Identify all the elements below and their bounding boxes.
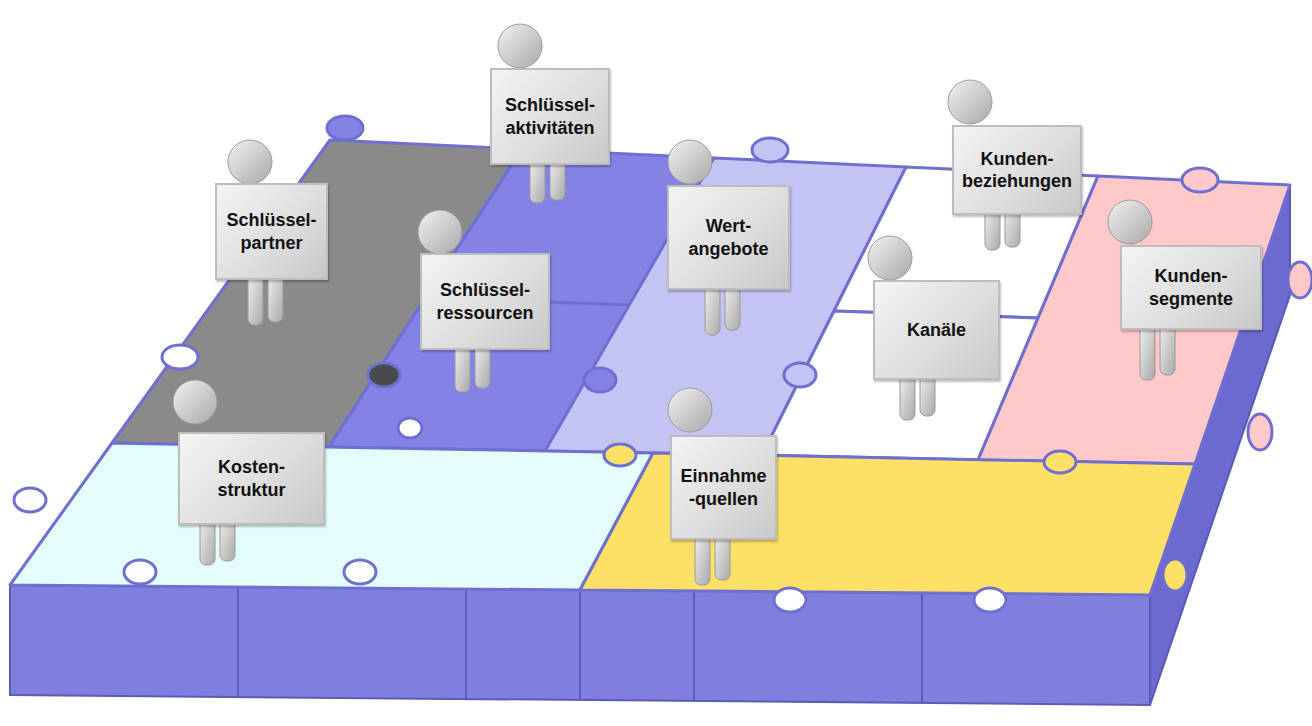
sign-content: Einnahme -quellen bbox=[680, 465, 766, 510]
sign-label: Schlüssel- partner bbox=[226, 209, 316, 254]
sign-content: Wert- angebote bbox=[688, 215, 768, 260]
sign-board: Schlüssel- partner bbox=[215, 183, 328, 280]
sign-content: Schlüssel- partner bbox=[226, 209, 316, 254]
sign-content: Schlüssel- ressourcen bbox=[436, 279, 533, 324]
person-figures bbox=[173, 24, 1175, 585]
sign-label: Kosten- struktur bbox=[217, 456, 285, 501]
sign-board: Wert- angebote bbox=[667, 185, 790, 290]
sign-label: Kanäle bbox=[907, 319, 966, 342]
sign-label: Schlüssel- ressourcen bbox=[436, 279, 533, 324]
sign-board: Schlüssel- ressourcen bbox=[420, 253, 550, 350]
sign-board: Schlüssel- aktivitäten bbox=[490, 68, 610, 165]
sign-board: Einnahme -quellen bbox=[670, 435, 777, 540]
sign-content: Kosten- struktur bbox=[217, 456, 285, 501]
puzzle-pieces bbox=[10, 140, 1290, 595]
sign-label: Wert- angebote bbox=[688, 215, 768, 260]
sign-label: Einnahme -quellen bbox=[680, 465, 766, 510]
sign-content: Schlüssel- aktivitäten bbox=[505, 94, 595, 139]
sign-label: Schlüssel- aktivitäten bbox=[505, 94, 595, 139]
sign-board: Kanäle bbox=[873, 280, 1000, 380]
sign-content: Kunden- segmente bbox=[1149, 265, 1233, 310]
sign-board: Kunden- beziehungen bbox=[952, 125, 1082, 215]
sign-content: Kanäle bbox=[907, 319, 966, 342]
sign-label: Kunden- beziehungen bbox=[962, 148, 1072, 193]
sign-board: Kosten- struktur bbox=[178, 432, 325, 525]
sign-board: Kunden- segmente bbox=[1120, 245, 1262, 330]
puzzle-knobs bbox=[14, 116, 1312, 612]
sign-label: Kunden- segmente bbox=[1149, 265, 1233, 310]
sign-content: Kunden- beziehungen bbox=[962, 148, 1072, 193]
board-front bbox=[10, 585, 1150, 705]
board-front-joints bbox=[238, 587, 922, 703]
